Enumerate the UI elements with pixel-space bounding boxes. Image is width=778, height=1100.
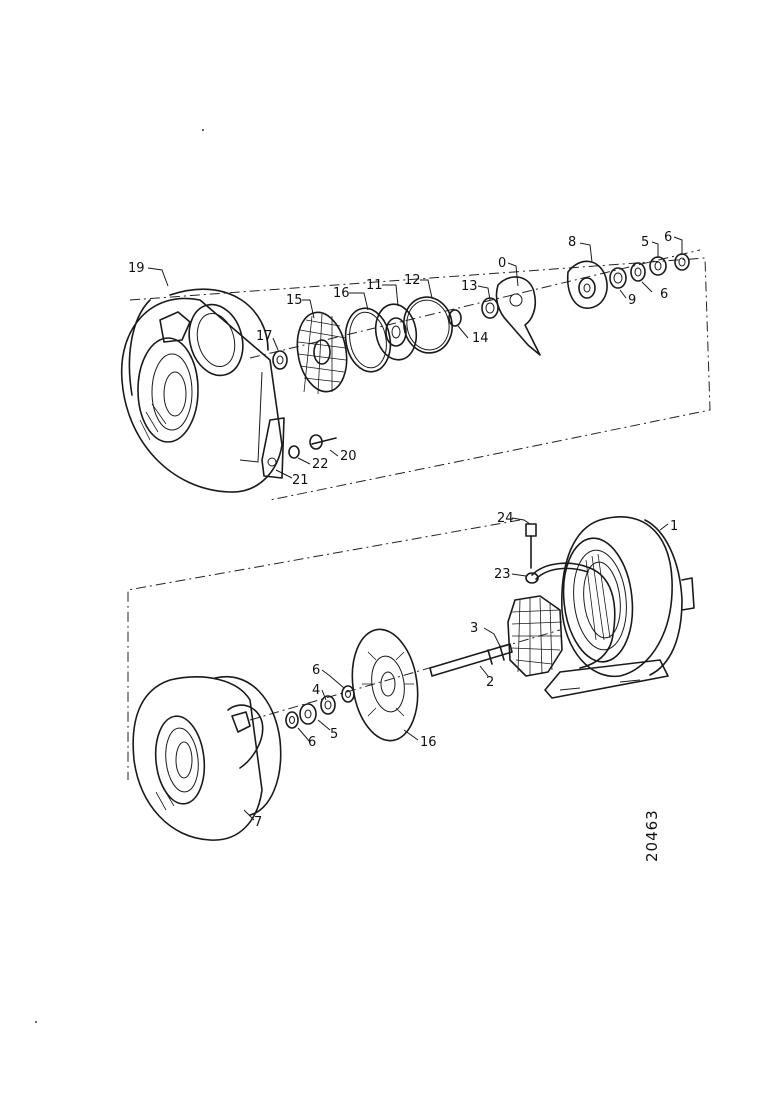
label-3: 3 — [470, 621, 478, 636]
label-17: 17 — [256, 329, 273, 344]
compressor-housing-bottom — [132, 675, 282, 841]
bearing-4 — [320, 695, 336, 715]
thrust-collar — [481, 297, 499, 319]
label-11: 11 — [366, 278, 383, 293]
bolt-24 — [525, 523, 537, 569]
label-22: 22 — [312, 457, 329, 472]
label-6-bottom-a: 6 — [312, 663, 320, 678]
compressor-wheel — [296, 311, 348, 395]
center-axis-bottom — [249, 629, 561, 721]
nut-5-bottom — [299, 703, 317, 725]
thrust-bearing — [495, 276, 541, 356]
label-24: 24 — [497, 511, 514, 526]
seal-plate — [374, 303, 418, 361]
snap-ring-top — [344, 307, 392, 373]
label-0: 0 — [498, 256, 506, 271]
scan-speck — [202, 129, 204, 131]
label-6-top-b: 6 — [660, 287, 668, 302]
label-23: 23 — [494, 567, 511, 582]
label-13: 13 — [461, 279, 478, 294]
washer-6-b — [674, 253, 690, 271]
compressor-housing-top — [120, 288, 283, 493]
nut-5-top — [649, 256, 667, 276]
label-12: 12 — [404, 273, 421, 288]
heat-shield — [351, 628, 419, 742]
top-leaders — [147, 236, 683, 479]
label-1: 1 — [670, 519, 678, 534]
top-group-outline — [129, 257, 711, 501]
label-9: 9 — [628, 293, 636, 308]
label-16-top: 16 — [333, 286, 350, 301]
label-21: 21 — [292, 473, 309, 488]
label-8: 8 — [568, 235, 576, 250]
o-ring — [403, 296, 453, 354]
label-20: 20 — [340, 449, 357, 464]
washer-9 — [609, 267, 627, 289]
sleeve-14 — [448, 309, 462, 327]
label-5-bottom: 5 — [330, 727, 338, 742]
bracket-21 — [261, 417, 285, 479]
bottom-leaders — [243, 517, 669, 821]
label-7: 7 — [254, 815, 262, 830]
shaft-turbine-wheel — [429, 595, 563, 677]
drawing-number: 20463 — [643, 809, 661, 862]
oil-line-clamp — [525, 562, 616, 669]
label-2: 2 — [486, 675, 494, 690]
label-6-bottom-b: 6 — [308, 735, 316, 750]
scan-speck — [35, 1021, 37, 1023]
label-5-top: 5 — [641, 235, 649, 250]
label-4: 4 — [312, 683, 320, 698]
label-6-top-a: 6 — [664, 230, 672, 245]
nut-17 — [272, 350, 288, 370]
turbine-housing — [544, 516, 695, 699]
washer-6-bottom-a — [341, 685, 355, 703]
label-15: 15 — [286, 293, 303, 308]
bolt-20 — [309, 434, 337, 450]
label-14: 14 — [472, 331, 489, 346]
washer-22 — [288, 445, 300, 459]
center-axis-top — [249, 249, 701, 359]
label-19-top: 19 — [128, 261, 145, 276]
bearing-8 — [566, 260, 608, 309]
bottom-group-outline — [127, 519, 521, 780]
washer-6-a — [630, 262, 646, 282]
label-16-bottom: 16 — [420, 735, 437, 750]
washer-6-bottom-b — [285, 711, 299, 729]
